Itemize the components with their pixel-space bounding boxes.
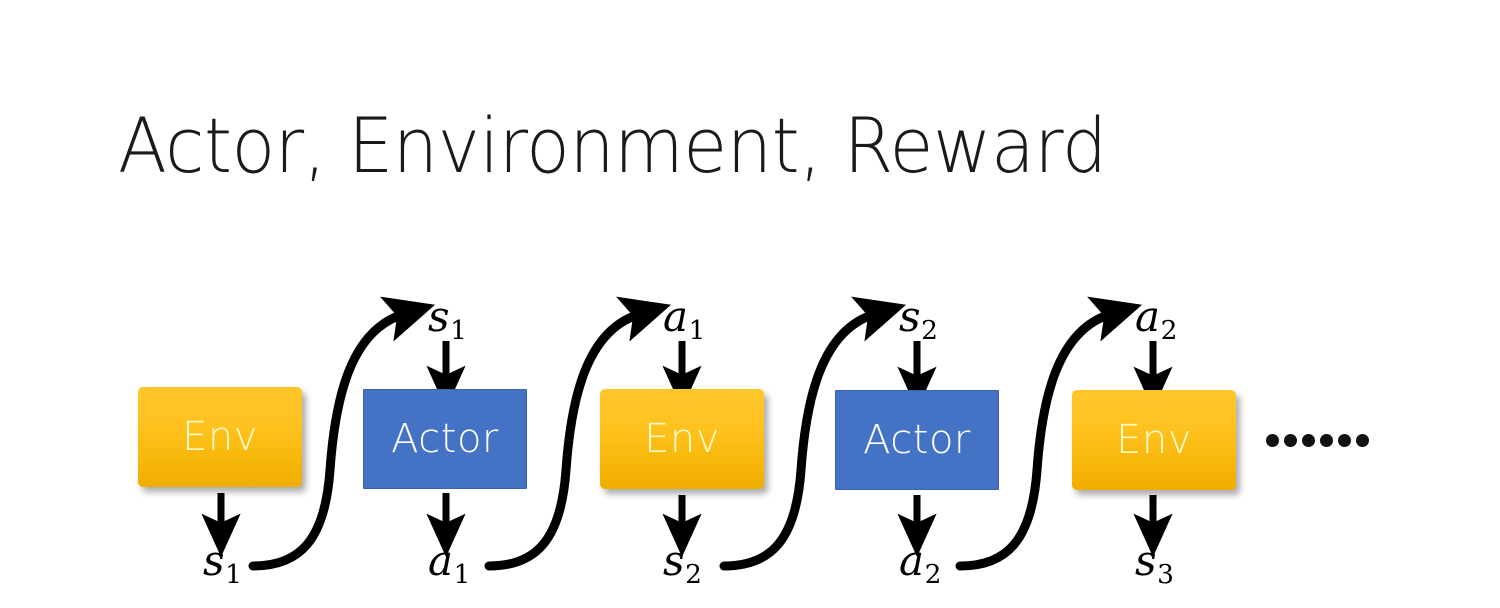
label-top-action-a2: a2 <box>1135 292 1177 346</box>
symbol-subscript: 1 <box>450 314 467 346</box>
arrow-top-to-box-group <box>426 341 1173 410</box>
node-label: Env <box>182 414 258 460</box>
label-bottom-state-s3: s3 <box>1135 536 1174 590</box>
ellipsis-dot <box>1284 434 1297 447</box>
curve-a2-to-a2-top <box>955 296 1143 571</box>
symbol-subscript: 2 <box>921 314 938 346</box>
symbol-base: a <box>899 536 925 585</box>
symbol-subscript: 2 <box>924 558 942 590</box>
label-bottom-state-s2: s2 <box>663 536 702 590</box>
symbol-base: a <box>428 536 454 585</box>
symbol-base: s <box>203 536 225 585</box>
node-label: Actor <box>863 417 971 463</box>
ellipsis-dot <box>1266 434 1279 447</box>
node-actor-1[interactable]: Actor <box>363 389 527 489</box>
ellipsis-dot <box>1356 434 1369 447</box>
node-label: Env <box>1116 417 1192 463</box>
symbol-subscript: 1 <box>688 314 706 346</box>
arrow-box-to-bottom-group <box>201 493 1173 557</box>
ellipsis-continuation <box>1266 434 1369 447</box>
label-bottom-action-a1: a1 <box>428 536 470 590</box>
curve-s1-to-s1-top <box>248 296 436 571</box>
symbol-base: a <box>1135 292 1161 341</box>
ellipsis-dot <box>1320 434 1333 447</box>
symbol-base: s <box>1135 536 1157 585</box>
symbol-base: s <box>663 536 685 585</box>
symbol-base: s <box>428 292 450 341</box>
page-title: Actor, Environment, Reward <box>118 101 1107 190</box>
symbol-subscript: 3 <box>1157 558 1174 590</box>
ellipsis-dot <box>1302 434 1315 447</box>
node-env-3[interactable]: Env <box>1072 390 1236 490</box>
label-top-action-a1: a1 <box>663 292 705 346</box>
label-bottom-action-a2: a2 <box>899 536 941 590</box>
symbol-subscript: 1 <box>453 558 471 590</box>
curved-connector-group <box>248 296 1143 571</box>
symbol-base: a <box>663 292 689 341</box>
label-bottom-state-s1: s1 <box>203 536 242 590</box>
curve-a1-to-a1-top <box>484 296 672 571</box>
symbol-base: s <box>899 292 921 341</box>
ellipsis-dot <box>1338 434 1351 447</box>
node-env-1[interactable]: Env <box>138 387 302 487</box>
node-actor-2[interactable]: Actor <box>835 390 999 490</box>
symbol-subscript: 2 <box>685 558 702 590</box>
node-env-2[interactable]: Env <box>600 389 764 489</box>
node-label: Env <box>644 416 720 462</box>
label-top-state-s2: s2 <box>899 292 938 346</box>
symbol-subscript: 2 <box>1160 314 1178 346</box>
node-label: Actor <box>391 416 499 462</box>
symbol-subscript: 1 <box>225 558 242 590</box>
label-top-state-s1: s1 <box>428 292 467 346</box>
curve-s2-to-s2-top <box>719 296 907 571</box>
